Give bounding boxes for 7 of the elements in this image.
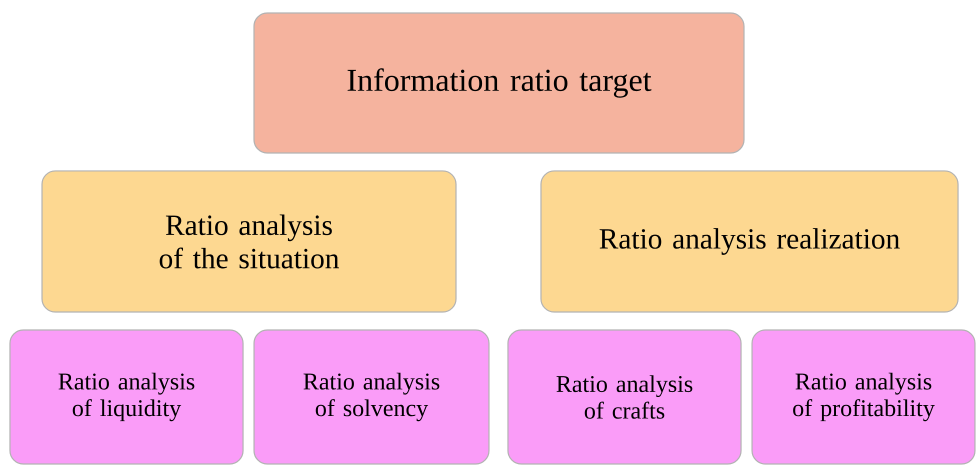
text-box: Ratio analysis of crafts: [507, 329, 742, 465]
text-box: Information ratio target: [253, 12, 745, 154]
text-box: Ratio analysis of profitability: [751, 329, 976, 465]
text-box: Ratio analysis realization: [540, 170, 959, 313]
text-box: Ratio analysis of the situation: [41, 170, 457, 313]
text-box: Ratio analysis of solvency: [253, 329, 490, 465]
text-box: Ratio analysis of liquidity: [9, 329, 244, 465]
